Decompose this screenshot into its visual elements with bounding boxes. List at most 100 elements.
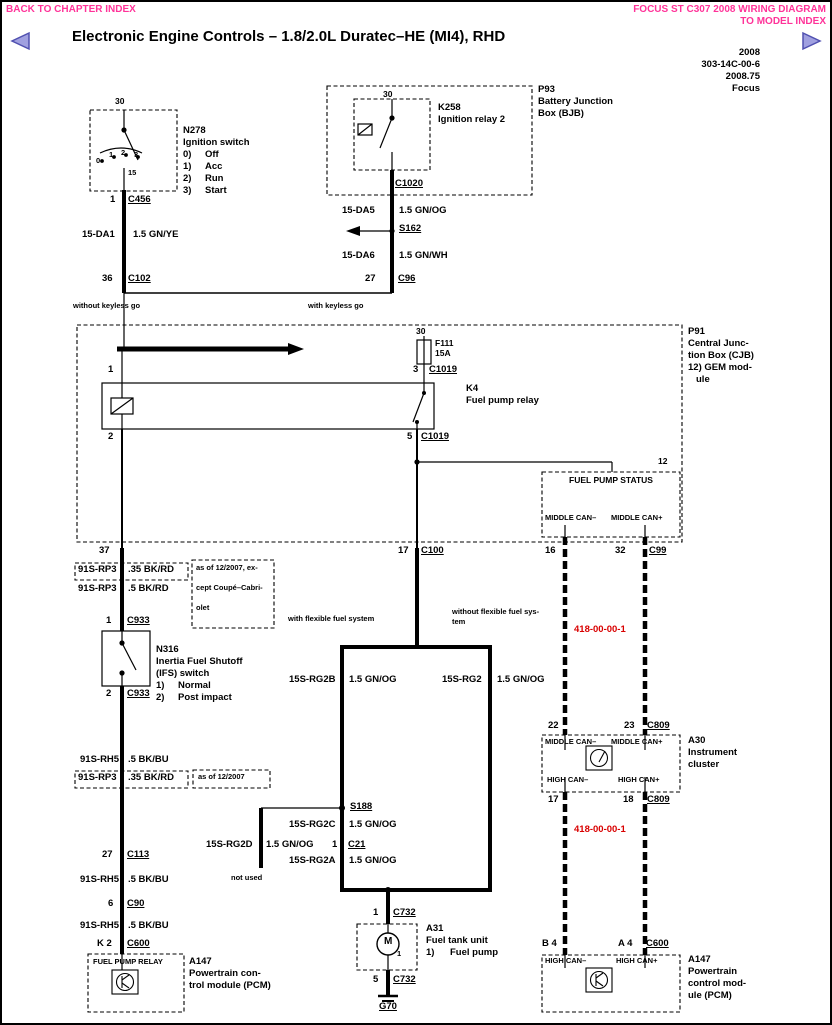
- n278-pos-label-1: Acc: [205, 161, 223, 172]
- gem-ref-12: 12: [658, 456, 668, 466]
- status-middle-can-plus: MIDDLE CAN+: [611, 513, 663, 522]
- wire-code-15srg2b: 15S-RG2B: [289, 674, 336, 685]
- component-id-n278: N278: [183, 125, 206, 136]
- wire-code-91srh5-b: 91S-RH5: [80, 874, 120, 885]
- note1-line1: as of 12/2007, ex-: [196, 563, 258, 572]
- doc-ref-year: 2008: [738, 47, 760, 58]
- a147-right-high-can-minus: HIGH CAN–: [545, 956, 587, 965]
- can-bus-wires: [562, 537, 648, 955]
- a147-right-name-line2: control mod-: [688, 978, 747, 989]
- junctions: [339, 228, 426, 893]
- wire-spec-15srg2: 1.5 GN/OG: [497, 674, 545, 685]
- component-name-n278: Ignition switch: [183, 137, 250, 148]
- pcm-icon-left: [111, 969, 139, 995]
- component-id-a147-left: A147: [189, 956, 212, 967]
- pin-1-c933: 1: [106, 615, 112, 626]
- p91-box: [76, 324, 683, 543]
- connector-c809-bottom: C809: [647, 794, 670, 805]
- terminal-30-n278: 30: [115, 96, 125, 106]
- k258-coil-symbol: [357, 123, 373, 136]
- wire-spec-15srg2b: 1.5 GN/OG: [349, 674, 397, 685]
- connector-c600-left: C600: [127, 938, 150, 949]
- n316-pos-label-0: Normal: [178, 680, 211, 691]
- wire-code-91srh5-a: 91S-RH5: [80, 754, 120, 765]
- status-middle-can-minus: MIDDLE CAN–: [545, 513, 597, 522]
- wire-code-91srp3-b: 91S-RP3: [78, 583, 117, 594]
- wire-code-15srg2d: 15S-RG2D: [206, 839, 253, 850]
- a30-middle-can-minus: MIDDLE CAN–: [545, 737, 597, 746]
- n316-pos-num-0: 1): [156, 680, 165, 691]
- nav-previous-icon[interactable]: [8, 31, 32, 51]
- note1-line3: olet: [196, 603, 210, 612]
- component-id-k4: K4: [466, 383, 479, 394]
- component-id-p91: P91: [688, 326, 705, 337]
- thin-wires: [121, 230, 646, 970]
- connector-c21: C21: [348, 839, 366, 850]
- a147-left-box: [87, 953, 185, 1013]
- pin-6-c90: 6: [108, 898, 114, 909]
- a30-box: [541, 734, 681, 793]
- wire-code-15srg2a: 15S-RG2A: [289, 855, 336, 866]
- connector-c732-bottom: C732: [393, 974, 416, 985]
- pin-36-c102: 36: [102, 273, 113, 284]
- component-id-a147-right: A147: [688, 954, 711, 965]
- back-to-chapter-link[interactable]: BACK TO CHAPTER INDEX: [6, 4, 136, 15]
- wire-spec-15da5: 1.5 GN/OG: [399, 205, 447, 216]
- n316-box: [101, 630, 151, 687]
- circuit-ref-418-bottom: 418-00-00-1: [574, 824, 626, 835]
- n278-pos-num-0: 0): [183, 149, 192, 160]
- p93-name-line1: Battery Junction: [538, 96, 613, 107]
- n278-box: [89, 109, 178, 192]
- model-index-link-line1[interactable]: FOCUS ST C307 2008 WIRING DIAGRAM: [633, 4, 826, 15]
- wire-code-15srg2c: 15S-RG2C: [289, 819, 336, 830]
- doc-ref-revision: 2008.75: [725, 71, 760, 82]
- instrument-cluster-icon: [585, 745, 613, 771]
- wire-spec-15da6: 1.5 GN/WH: [399, 250, 448, 261]
- a147-left-name-line2: trol module (PCM): [189, 980, 271, 991]
- connector-c1019-bottom: C1019: [421, 431, 449, 442]
- model-index-link-line2[interactable]: TO MODEL INDEX: [740, 16, 826, 27]
- a30-name-line1: Instrument: [688, 747, 738, 758]
- medium-wires: [121, 429, 418, 548]
- note1-line2: cept Coupé–Cabri-: [196, 583, 263, 592]
- note2-box: [192, 769, 271, 789]
- feed-arrow-icon: [288, 343, 304, 355]
- terminal-30-f111: 30: [416, 326, 426, 336]
- wire-spec-15srg2c: 1.5 GN/OG: [349, 819, 397, 830]
- feed-bar: [117, 343, 304, 355]
- connector-c456: C456: [128, 194, 151, 205]
- wire-code-15da1: 15-DA1: [82, 229, 115, 240]
- k4-relay-box: [101, 382, 435, 430]
- ground-g70: G70: [379, 1001, 397, 1012]
- n278-pos-num-3: 3): [183, 185, 192, 196]
- nav-next-icon[interactable]: [800, 31, 824, 51]
- p91-name-line1: Central Junc-: [688, 338, 749, 349]
- branch-label-with-keyless: with keyless go: [308, 301, 364, 310]
- pin-18-c809: 18: [623, 794, 634, 805]
- pin-16: 16: [545, 545, 556, 556]
- motor-letter: M: [384, 936, 393, 947]
- fuel-pump-motor-icon: [376, 932, 400, 956]
- n278-pos-label-2: Run: [205, 173, 224, 184]
- thick-wires: [120, 170, 492, 996]
- pin-1-c732: 1: [373, 907, 379, 918]
- n278-pos-num-2: 2): [183, 173, 192, 184]
- p91-name-line3: 12) GEM mod-: [688, 362, 752, 373]
- switch-pos-digit-1: 1: [109, 150, 114, 159]
- component-id-n316: N316: [156, 644, 179, 655]
- pin-27-c96: 27: [365, 273, 376, 284]
- p93-box: [326, 85, 533, 196]
- wire-code-15da6: 15-DA6: [342, 250, 375, 261]
- a30-name-line2: cluster: [688, 759, 720, 770]
- a147-left-name-line1: Powertrain con-: [189, 968, 261, 979]
- pin-a4-c600: A 4: [618, 938, 633, 949]
- pin-b4-c600: B 4: [542, 938, 557, 949]
- component-id-a31: A31: [426, 923, 444, 934]
- fuel-pump-relay-box-label: FUEL PUMP RELAY: [93, 957, 163, 966]
- fuse-rating-f111: 15A: [435, 348, 451, 358]
- n316-pos-label-1: Post impact: [178, 692, 232, 703]
- ifs-switch-symbol: [119, 631, 137, 686]
- a30-high-can-minus: HIGH CAN–: [547, 775, 589, 784]
- pin-37: 37: [99, 545, 110, 556]
